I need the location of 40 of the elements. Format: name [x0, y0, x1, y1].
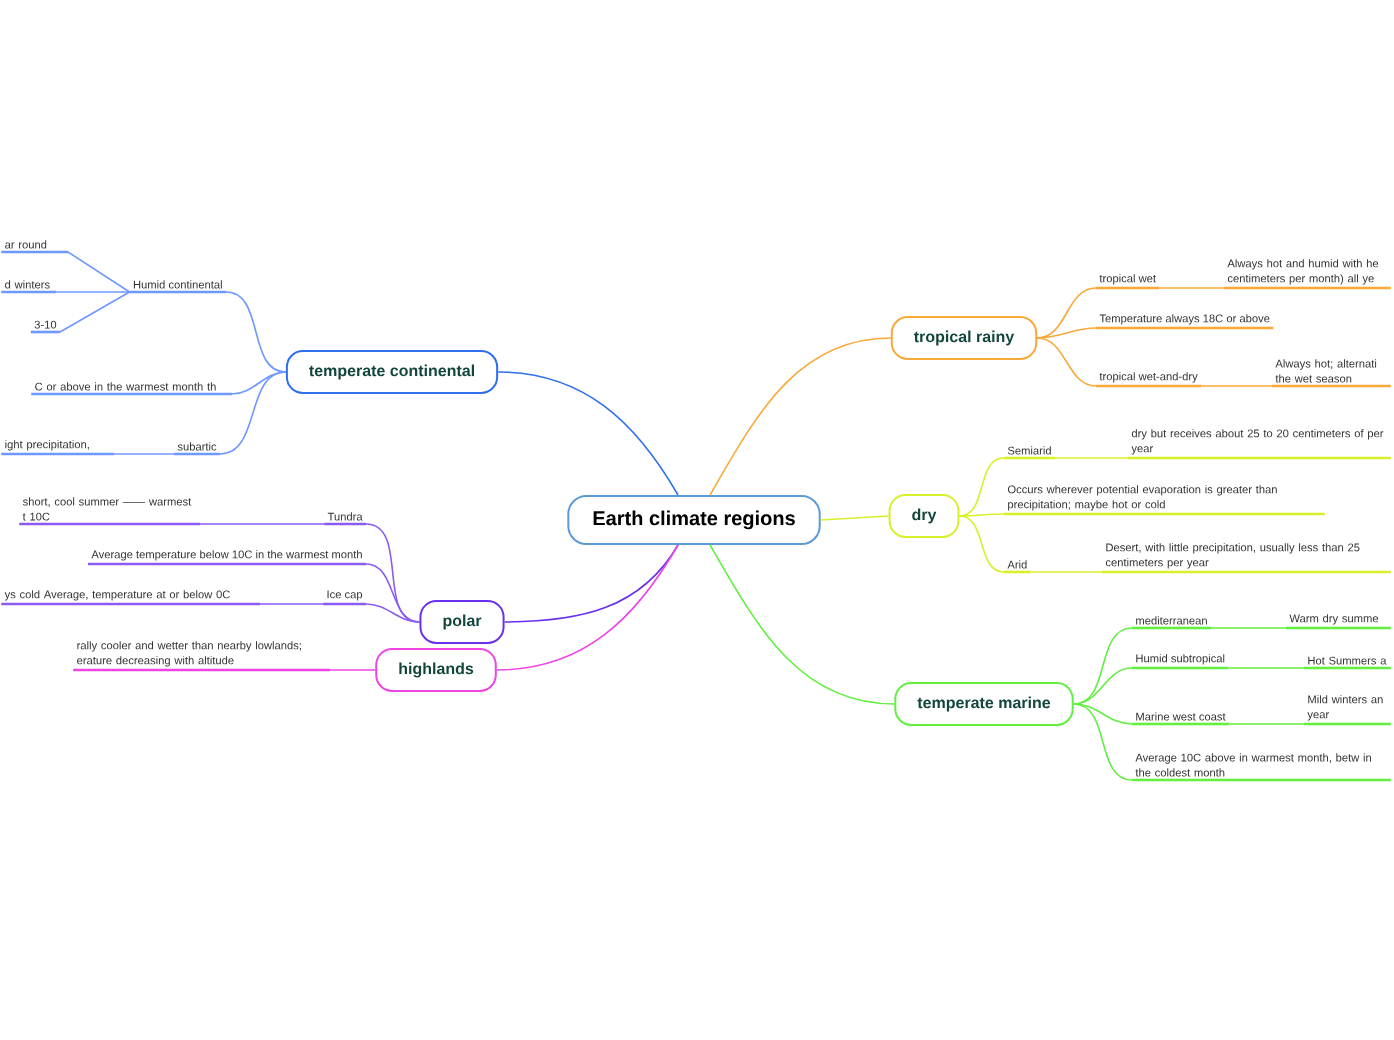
- topic-box: tropical rainy: [890, 316, 1038, 360]
- branch-line: [1200, 385, 1273, 387]
- branch-line: [497, 371, 679, 496]
- branch-line: [113, 453, 175, 455]
- branch-line: [496, 544, 679, 671]
- branch-line: [365, 603, 421, 623]
- branch-line: [819, 515, 890, 521]
- branch-line: [1227, 667, 1305, 669]
- branch-line: [231, 371, 287, 395]
- branch-line: [709, 544, 896, 705]
- branch-line: [503, 544, 679, 623]
- central-topic-box: Earth climate regions: [567, 495, 821, 545]
- branch-line: [1210, 627, 1287, 629]
- branch-line: [958, 457, 1005, 517]
- topic-box: highlands: [375, 648, 497, 692]
- topic-box: temperate marine: [894, 681, 1074, 726]
- branch-line: [199, 523, 325, 525]
- branch-line: [67, 251, 131, 293]
- branch-line: [219, 371, 287, 455]
- topic-box: temperate continental: [285, 350, 499, 394]
- branch-line: [55, 291, 131, 293]
- topic-box: polar: [419, 600, 505, 644]
- branch-line: [365, 523, 421, 623]
- branch-line: [958, 515, 1005, 573]
- branch-line: [259, 603, 324, 605]
- branch-line: [1072, 703, 1133, 725]
- branch-line: [709, 337, 892, 496]
- branch-line: [1036, 327, 1097, 339]
- branch-line: [1228, 723, 1305, 725]
- branch-line: [958, 513, 1005, 517]
- topic-box: dry: [888, 494, 960, 538]
- branch-line: [1072, 667, 1133, 705]
- branch-line: [59, 291, 131, 333]
- branch-line: [1029, 571, 1103, 573]
- branch-line: [1158, 287, 1225, 289]
- branch-line: [1072, 703, 1133, 781]
- branch-line: [225, 291, 287, 373]
- branch-line: [1036, 337, 1097, 387]
- branch-line: [329, 669, 377, 671]
- branch-line: [1054, 457, 1129, 459]
